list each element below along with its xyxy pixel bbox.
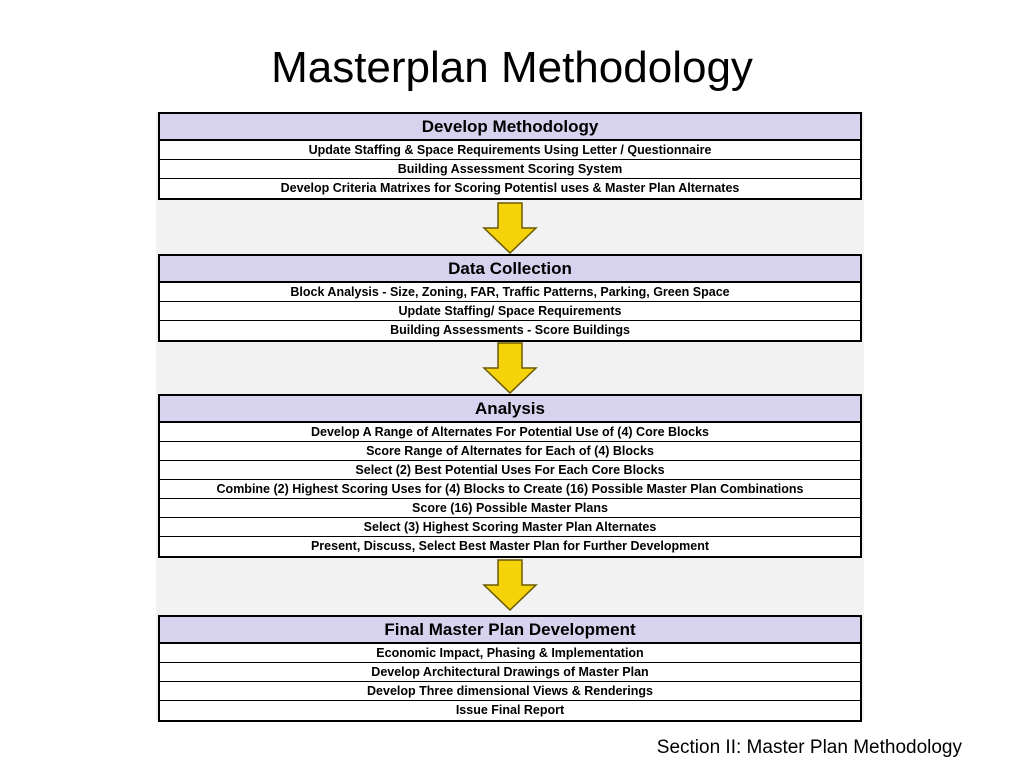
block-row: Score Range of Alternates for Each of (4… (160, 442, 860, 461)
block-row: Economic Impact, Phasing & Implementatio… (160, 644, 860, 663)
block-header: Final Master Plan Development (160, 617, 860, 644)
block-row: Develop A Range of Alternates For Potent… (160, 423, 860, 442)
block-data-collection: Data Collection Block Analysis - Size, Z… (158, 254, 862, 342)
block-header: Analysis (160, 396, 860, 423)
down-arrow-icon (482, 202, 538, 254)
block-row: Block Analysis - Size, Zoning, FAR, Traf… (160, 283, 860, 302)
down-arrow-icon (482, 342, 538, 394)
block-header: Develop Methodology (160, 114, 860, 141)
block-row: Issue Final Report (455, 703, 565, 717)
flowchart: Develop Methodology Update Staffing & Sp… (156, 112, 864, 722)
block-develop-methodology: Develop Methodology Update Staffing & Sp… (158, 112, 862, 200)
block-row: Building Assessment Scoring System (160, 160, 860, 179)
block-row: Combine (2) Highest Scoring Uses for (4)… (160, 480, 860, 499)
block-final-master-plan-development: Final Master Plan Development Economic I… (158, 615, 862, 722)
block-row: Present, Discuss, Select Best Master Pla… (310, 539, 710, 553)
page-title: Masterplan Methodology (271, 43, 753, 92)
block-header: Data Collection (160, 256, 860, 283)
block-row: Develop Architectural Drawings of Master… (160, 663, 860, 682)
block-row: Develop Three dimensional Views & Render… (160, 682, 860, 701)
block-row: Update Staffing & Space Requirements Usi… (160, 141, 860, 160)
block-row: Develop Criteria Matrixes for Scoring Po… (280, 181, 740, 195)
block-row: Score (16) Possible Master Plans (160, 499, 860, 518)
block-row: Select (3) Highest Scoring Master Plan A… (160, 518, 860, 537)
footer-section-label: Section II: Master Plan Methodology (656, 737, 962, 758)
block-analysis: Analysis Develop A Range of Alternates F… (158, 394, 862, 558)
block-row: Select (2) Best Potential Uses For Each … (160, 461, 860, 480)
down-arrow-icon (482, 559, 538, 611)
block-row: Update Staffing/ Space Requirements (160, 302, 860, 321)
block-row: Building Assessments - Score Buildings (390, 323, 630, 337)
